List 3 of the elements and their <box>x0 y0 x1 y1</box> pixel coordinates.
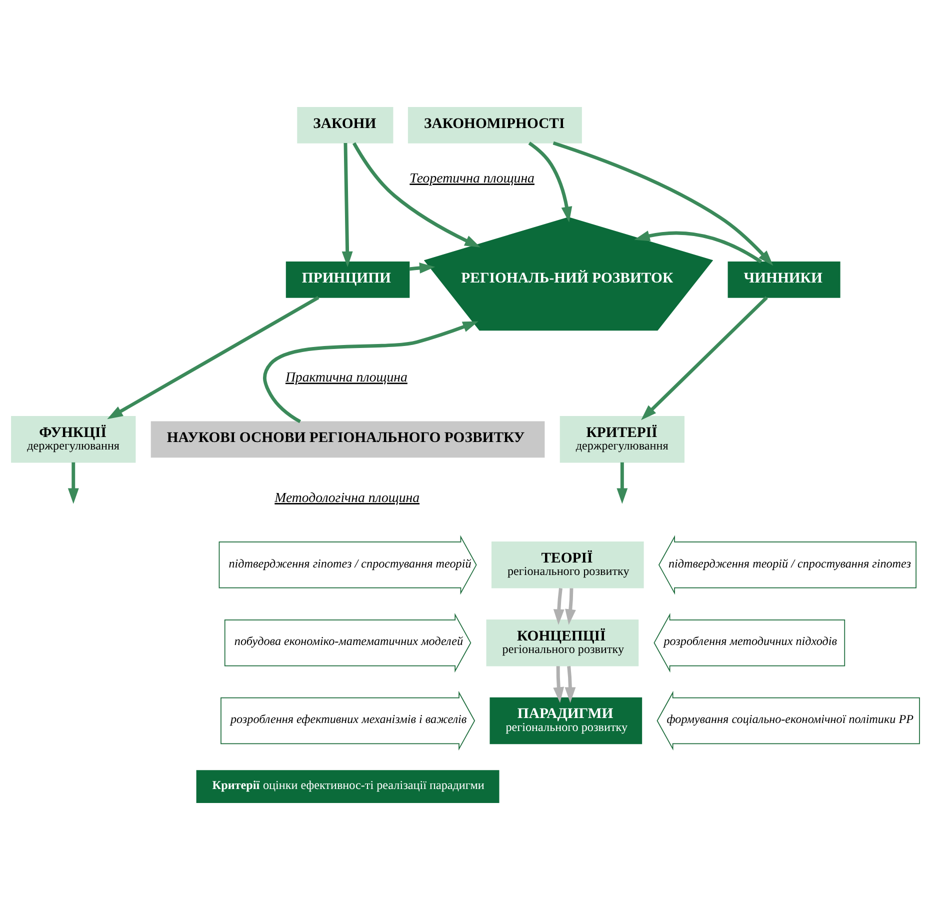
label: Практична площина <box>285 370 408 385</box>
label: Теоретична площина <box>410 170 534 186</box>
label: Методологічна площина <box>274 490 420 505</box>
